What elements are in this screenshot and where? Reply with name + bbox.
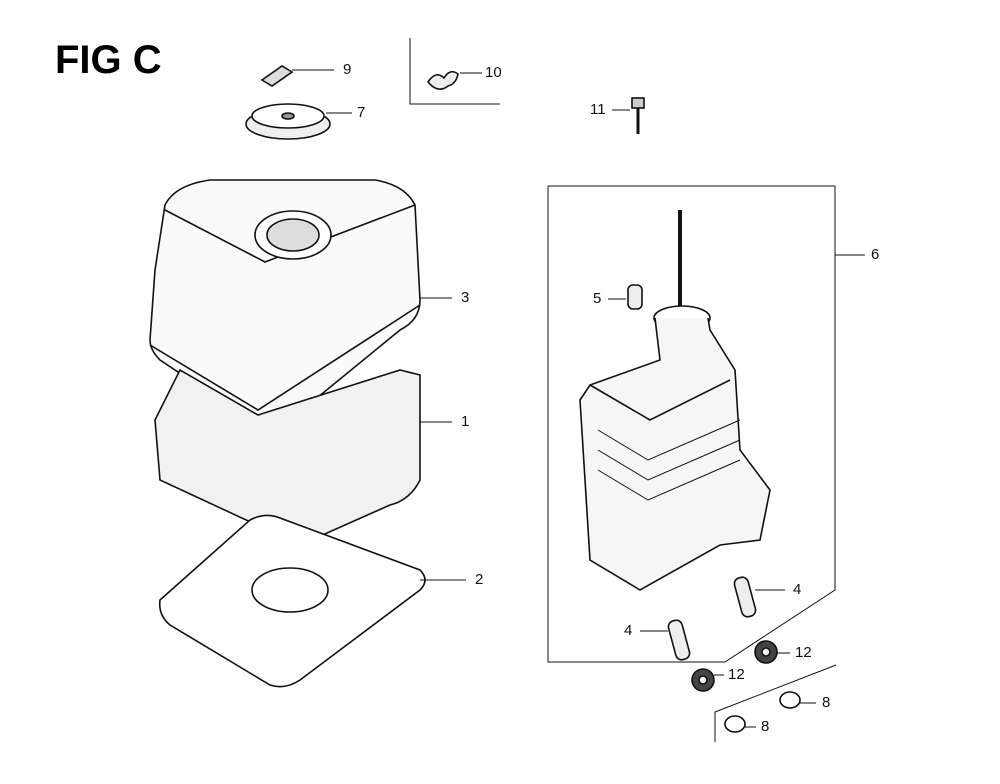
callout-5: 5	[593, 290, 602, 307]
callout-1: 1	[461, 413, 470, 430]
callout-9: 9	[343, 61, 352, 78]
part-5-collar	[608, 284, 643, 310]
part-8-washers	[714, 664, 837, 742]
callout-4-right: 4	[793, 581, 802, 598]
part-7-wing-nut	[245, 103, 352, 140]
part-6-group-box	[547, 185, 865, 663]
part-3-air-cleaner-cover	[149, 179, 452, 426]
callout-4-left: 4	[624, 622, 633, 639]
part-12-nuts	[691, 640, 790, 692]
callout-8-right: 8	[822, 694, 831, 711]
part-10-group-bracket	[409, 38, 500, 105]
part-9-clip	[260, 65, 334, 87]
callout-7: 7	[357, 104, 366, 121]
part-2-grid	[158, 514, 466, 688]
figure-title: FIG C	[55, 38, 162, 82]
callout-3: 3	[461, 289, 470, 306]
callout-8-left: 8	[761, 718, 770, 735]
callout-12-right: 12	[795, 644, 812, 661]
callout-12-left: 12	[728, 666, 745, 683]
air-cleaner-elbow	[579, 210, 771, 591]
part-4-pins	[640, 576, 785, 661]
part-11-bolt	[612, 97, 645, 134]
part-1-foam-element	[154, 368, 452, 546]
callout-2: 2	[475, 571, 484, 588]
callout-10: 10	[485, 64, 502, 81]
callout-11: 11	[590, 101, 606, 118]
callout-6: 6	[871, 246, 880, 263]
